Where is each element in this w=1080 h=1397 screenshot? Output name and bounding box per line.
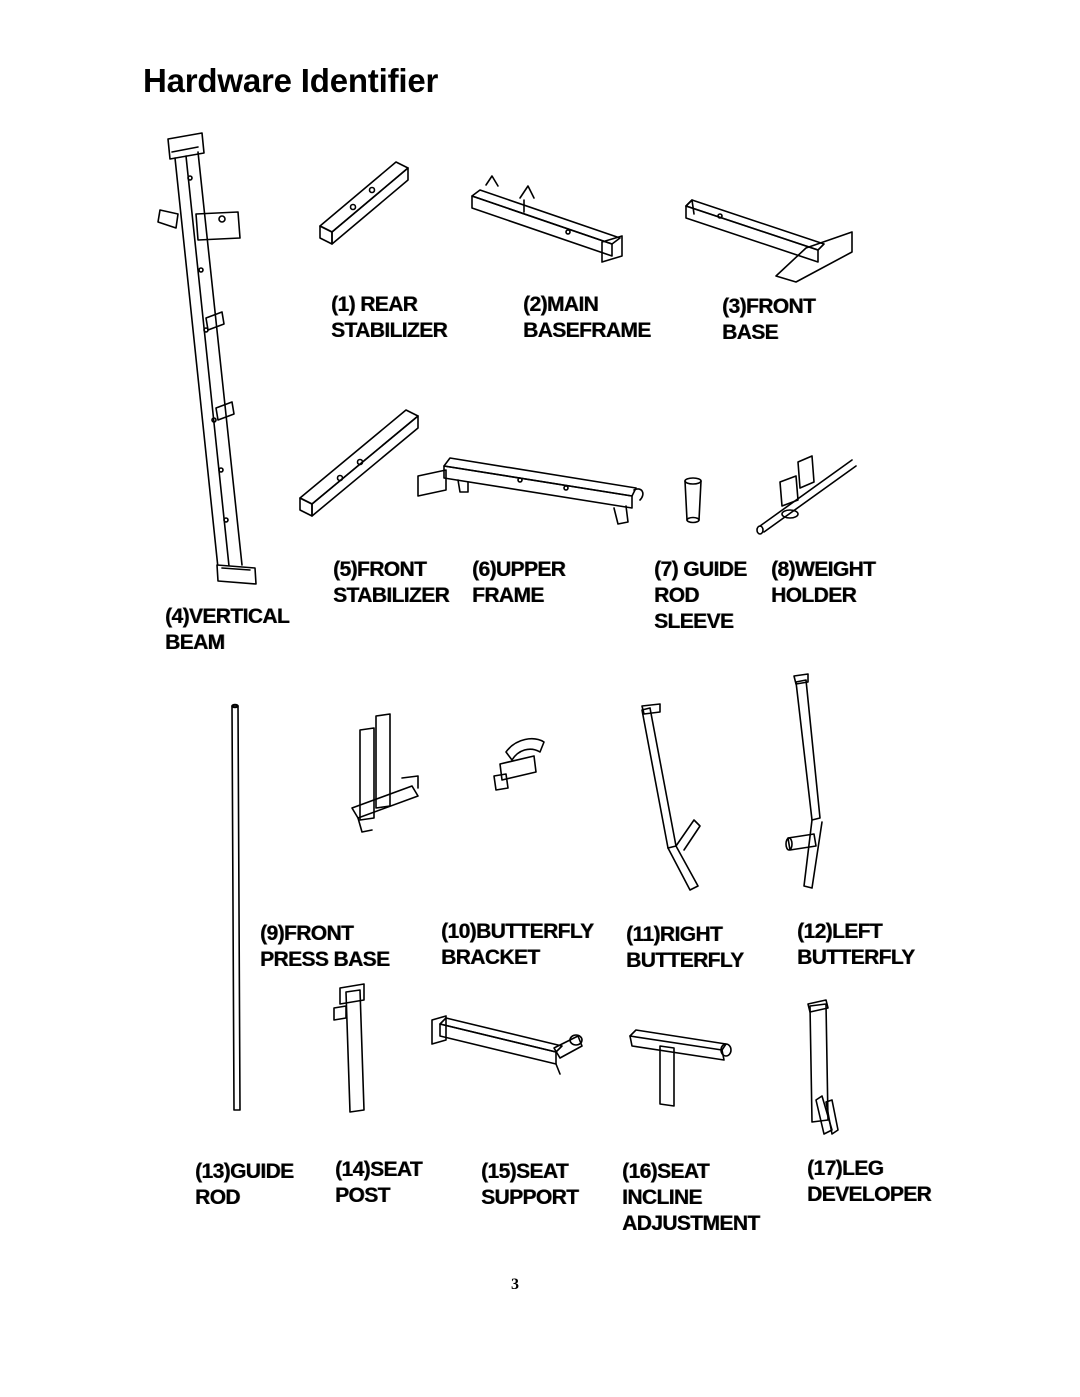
part-label-line: HOLDER	[771, 584, 857, 607]
part-label-line: (3)FRONT	[722, 295, 816, 318]
right-butterfly-drawing	[641, 703, 701, 891]
part-label-line: BUTTERFLY	[626, 949, 744, 972]
butterfly-bracket-drawing	[493, 738, 545, 791]
part-label-seat-incline-adjustment: (16)SEAT INCLINE ADJUSTMENT	[622, 1159, 760, 1237]
part-label-line: BASE	[722, 321, 779, 344]
seat-support-drawing	[431, 1015, 583, 1075]
part-label-line: SUPPORT	[481, 1186, 579, 1209]
part-label-line: ADJUSTMENT	[622, 1212, 760, 1235]
main-baseframe-drawing	[471, 175, 623, 263]
part-label-line: STABILIZER	[333, 584, 450, 607]
part-label-line: INCLINE	[622, 1186, 702, 1209]
part-label-line: DEVELOPER	[807, 1183, 932, 1206]
part-label-line: (11)RIGHT	[626, 923, 723, 946]
part-label-front-stabilizer: (5)FRONT STABILIZER	[333, 557, 450, 609]
front-stabilizer-drawing	[299, 409, 419, 517]
part-label-main-baseframe: (2)MAIN BASEFRAME	[523, 292, 651, 344]
leg-developer-drawing	[807, 999, 839, 1135]
part-label-line: PRESS BASE	[260, 948, 390, 971]
part-label-line: (7) GUIDE	[654, 558, 747, 581]
part-label-line: BEAM	[165, 631, 225, 654]
part-label-line: POST	[335, 1184, 390, 1207]
upper-frame-drawing	[417, 457, 644, 525]
part-label-line: (16)SEAT	[622, 1160, 710, 1183]
part-label-seat-post: (14)SEAT POST	[335, 1157, 423, 1209]
part-label-seat-support: (15)SEAT SUPPORT	[481, 1159, 579, 1211]
part-label-line: FRAME	[472, 584, 544, 607]
seat-incline-adjustment-drawing	[629, 1029, 732, 1107]
weight-holder-drawing	[756, 455, 857, 535]
part-label-butterfly-bracket: (10)BUTTERFLY BRACKET	[441, 919, 594, 971]
part-label-line: (4)VERTICAL	[165, 605, 290, 628]
part-label-line: ROD	[195, 1186, 240, 1209]
part-label-guide-rod: (13)GUIDE ROD	[195, 1159, 294, 1211]
guide-rod-sleeve-drawing	[684, 477, 702, 524]
front-press-base-drawing	[351, 713, 419, 833]
part-label-weight-holder: (8)WEIGHT HOLDER	[771, 557, 876, 609]
part-label-line: (1) REAR	[331, 293, 418, 316]
part-label-front-press-base: (9)FRONT PRESS BASE	[260, 921, 390, 973]
part-label-leg-developer: (17)LEG DEVELOPER	[807, 1156, 932, 1208]
page-title: Hardware Identifier	[143, 62, 439, 99]
front-base-drawing	[685, 199, 853, 283]
part-label-guide-rod-sleeve: (7) GUIDE ROD SLEEVE	[654, 557, 747, 635]
part-label-vertical-beam: (4)VERTICAL BEAM	[165, 604, 290, 656]
part-label-line: (12)LEFT	[797, 920, 883, 943]
part-label-line: (2)MAIN	[523, 293, 599, 316]
part-label-line: BRACKET	[441, 946, 540, 969]
part-label-line: STABILIZER	[331, 319, 448, 342]
vertical-beam-drawing	[157, 132, 257, 585]
part-label-right-butterfly: (11)RIGHT BUTTERFLY	[626, 922, 744, 974]
part-label-line: (14)SEAT	[335, 1158, 423, 1181]
part-label-line: (17)LEG	[807, 1157, 884, 1180]
part-label-line: (10)BUTTERFLY	[441, 920, 594, 943]
part-label-line: (8)WEIGHT	[771, 558, 876, 581]
part-label-upper-frame: (6)UPPER FRAME	[472, 557, 566, 609]
left-butterfly-drawing	[785, 673, 823, 889]
part-label-front-base: (3)FRONT BASE	[722, 294, 816, 346]
part-label-line: (6)UPPER	[472, 558, 566, 581]
part-label-line: (13)GUIDE	[195, 1160, 294, 1183]
part-label-left-butterfly: (12)LEFT BUTTERFLY	[797, 919, 915, 971]
part-label-line: SLEEVE	[654, 610, 734, 633]
part-label-line: (5)FRONT	[333, 558, 427, 581]
seat-post-drawing	[333, 983, 365, 1113]
part-label-line: (15)SEAT	[481, 1160, 569, 1183]
part-label-rear-stabilizer: (1) REAR STABILIZER	[331, 292, 448, 344]
guide-rod-drawing	[231, 703, 241, 1111]
rear-stabilizer-drawing	[319, 161, 409, 245]
part-label-line: (9)FRONT	[260, 922, 354, 945]
part-label-line: ROD	[654, 584, 699, 607]
part-label-line: BASEFRAME	[523, 319, 651, 342]
part-label-line: BUTTERFLY	[797, 946, 915, 969]
page-number: 3	[511, 1276, 519, 1293]
